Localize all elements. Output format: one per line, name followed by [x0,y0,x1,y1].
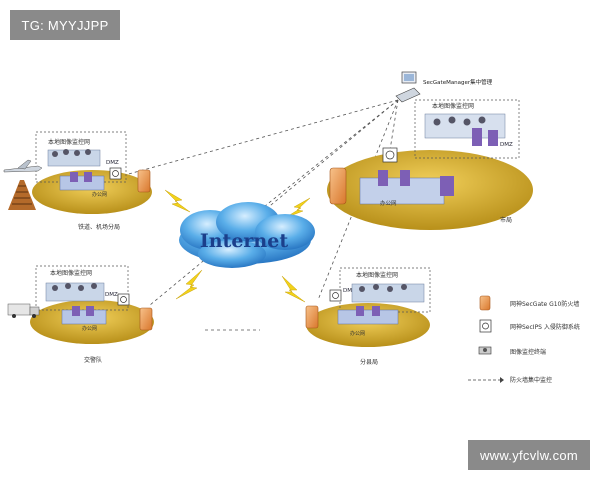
legend-label-dashed-line: 防火墙集中监控 [510,376,552,384]
equipment-top-right [359,113,506,205]
equipment-top-left [47,149,105,191]
legend-label-camera-terminal: 图像监控终端 [510,348,546,356]
truck-icon [7,303,40,318]
ips-top-left [109,167,122,180]
dmz-top-right: DMZ [500,142,513,148]
firewall-bottom-left [139,307,153,331]
office-bottom-right: 办公网 [350,330,365,337]
site-label-bottom-right: 分县局 [360,358,378,366]
platform-bottom-right [306,303,430,347]
watermark-bottom: www.yfcvlw.com [468,440,590,470]
box-title-top-left: 本地图像监控网 [48,138,90,146]
firewall-top-left [137,169,151,193]
dmz-top-left: DMZ [106,160,119,166]
site-label-top-right: 市局 [500,216,512,224]
firewall-top-right [329,167,347,205]
legend-label-firewall: 网神SecGate G10防火墙 [510,300,579,308]
box-title-bottom-left: 本地图像监控网 [50,269,92,277]
dmz-bottom-right: DMZ [343,288,356,294]
site-box-top-right [414,99,520,159]
manager-computer-icon [395,71,421,103]
legend: 网神SecGate G10防火墙 网神SecIPS 入侵防御系统 图像监控终端 … [468,295,580,384]
ips-top-right [382,147,398,163]
office-top-left: 办公网 [92,191,107,198]
internet-label: Internet [200,230,288,252]
watermark-top: TG: MYYJJPP [10,10,120,40]
office-bottom-left: 办公网 [82,325,97,332]
firewall-bottom-right [305,305,319,329]
box-title-bottom-right: 本地图像监控网 [356,271,398,279]
legend-camera-terminal-icon [478,346,492,355]
airplane-icon [3,159,43,173]
manager-label: SecGateManager集中管理 [423,78,493,86]
equipment-bottom-left [45,282,107,325]
ips-bottom-left [117,293,130,306]
ips-bottom-right [329,289,342,302]
lightning-bolts [164,189,311,303]
equipment-bottom-right [337,283,425,325]
office-top-right: 办公网 [380,199,397,207]
management-lines [124,99,399,331]
dmz-bottom-left: DMZ [105,292,118,298]
internet-cloud [179,202,315,268]
box-title-top-right: 本地图像监控网 [432,102,474,110]
legend-ips-icon [479,319,492,333]
site-label-top-left: 铁道、机场分局 [78,223,120,231]
legend-firewall-icon [479,295,491,311]
site-label-bottom-left: 交警队 [84,356,102,364]
railway-icon [8,180,36,210]
legend-label-ips: 网神SecIPS 入侵防御系统 [510,323,580,331]
